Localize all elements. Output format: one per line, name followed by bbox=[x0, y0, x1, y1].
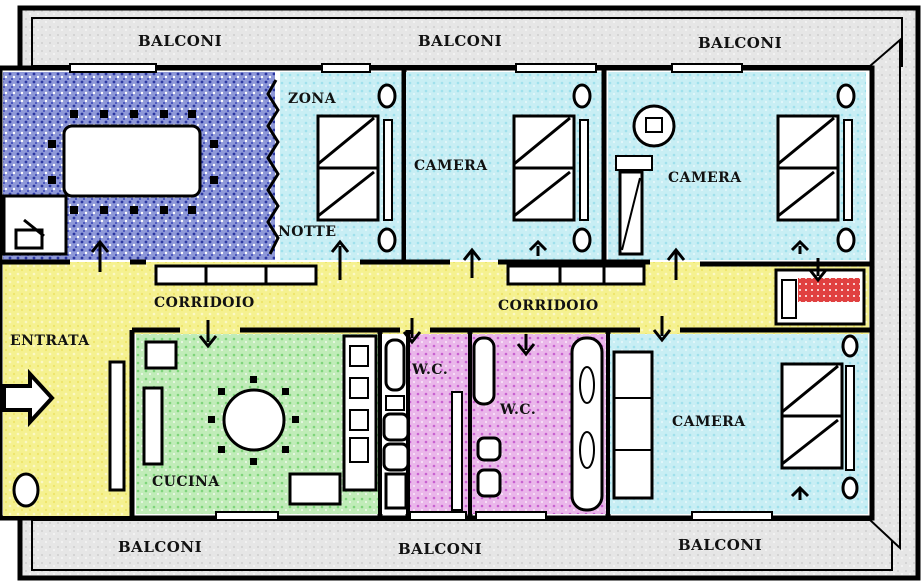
balcony-label-bottom-center: BALCONI bbox=[398, 540, 483, 558]
windows bbox=[69, 63, 773, 521]
night-label: NOTTE bbox=[278, 224, 337, 240]
balcony-label-top-left: BALCONI bbox=[138, 32, 223, 50]
night-zone-room bbox=[280, 70, 407, 262]
entrance-arrow-icon bbox=[2, 368, 55, 428]
balcony-label-top-center: BALCONI bbox=[418, 32, 503, 50]
wc-label-1: W.C. bbox=[412, 362, 449, 378]
zone-label: ZONA bbox=[288, 91, 337, 107]
entrance-label: ENTRATA bbox=[10, 333, 90, 349]
entrance bbox=[12, 360, 126, 508]
corridor-partitions bbox=[154, 264, 646, 286]
bedroom-4 bbox=[610, 334, 868, 514]
corridor-label-1: CORRIDOIO bbox=[154, 295, 255, 311]
balcony-label-bottom-left: BALCONI bbox=[118, 538, 203, 556]
bedroom-3 bbox=[608, 72, 866, 260]
wc-label-2: W.C. bbox=[500, 402, 537, 418]
direction-arrow-icons bbox=[90, 239, 828, 500]
bathroom-1 bbox=[410, 334, 468, 514]
balcony-label-bottom-right: BALCONI bbox=[678, 536, 763, 554]
balcony-label-top-right: BALCONI bbox=[698, 34, 783, 52]
bedroom-2 bbox=[406, 70, 607, 262]
living-zone bbox=[2, 72, 280, 260]
corridor-label-2: CORRIDOIO bbox=[498, 298, 599, 314]
room-label-1: CAMERA bbox=[414, 158, 488, 174]
bathroom-2 bbox=[472, 334, 606, 514]
room-label-3: CAMERA bbox=[672, 414, 746, 430]
kitchen bbox=[136, 334, 378, 514]
utility-strip bbox=[382, 334, 410, 514]
room-label-2: CAMERA bbox=[668, 170, 742, 186]
kitchen-label: CUCINA bbox=[152, 474, 220, 490]
